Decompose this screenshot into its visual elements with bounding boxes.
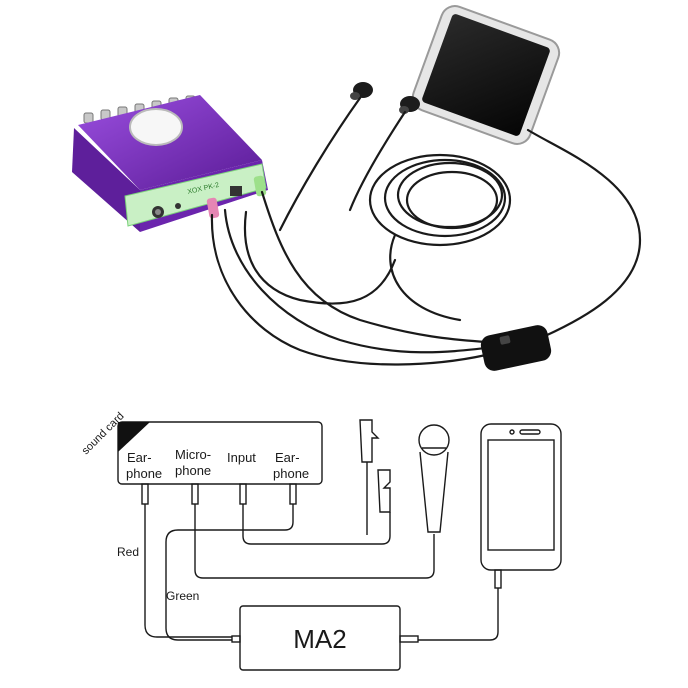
ma2-right-plug	[399, 635, 419, 643]
port-label-earphone-right-2: phone	[273, 466, 309, 481]
red-wire-label: Red	[117, 545, 139, 559]
green-wire-label: Green	[166, 589, 199, 603]
smartphone-photo	[411, 5, 561, 145]
sound-card-photo: XOX PK-2	[72, 95, 268, 232]
photo-cables	[210, 96, 642, 366]
product-photo: XOX PK-2	[72, 5, 642, 371]
port-label-input: Input	[227, 450, 256, 465]
port-label-microphone-1: Micro-	[175, 447, 211, 462]
input-wire	[242, 504, 391, 545]
sound-card-corner	[118, 422, 150, 452]
headphone-icon	[359, 419, 391, 513]
port-label-earphone-left-1: Ear-	[127, 450, 152, 465]
microphone-icon	[418, 424, 450, 533]
phone-icon	[418, 423, 562, 641]
wiring-diagram	[117, 419, 562, 671]
port-label-earphone-right-1: Ear-	[275, 450, 300, 465]
port-label-earphone-left-2: phone	[126, 466, 162, 481]
green-wire	[165, 504, 294, 641]
mic-wire	[194, 504, 435, 579]
adapter-photo	[480, 325, 552, 371]
port-plugs	[141, 483, 297, 505]
ma2-left-plug	[231, 635, 241, 643]
sound-card-box	[117, 421, 323, 485]
ma2-label: MA2	[293, 624, 346, 654]
port-label-microphone-2: phone	[175, 463, 211, 478]
red-wire	[144, 504, 232, 638]
earbuds-photo	[350, 82, 420, 114]
